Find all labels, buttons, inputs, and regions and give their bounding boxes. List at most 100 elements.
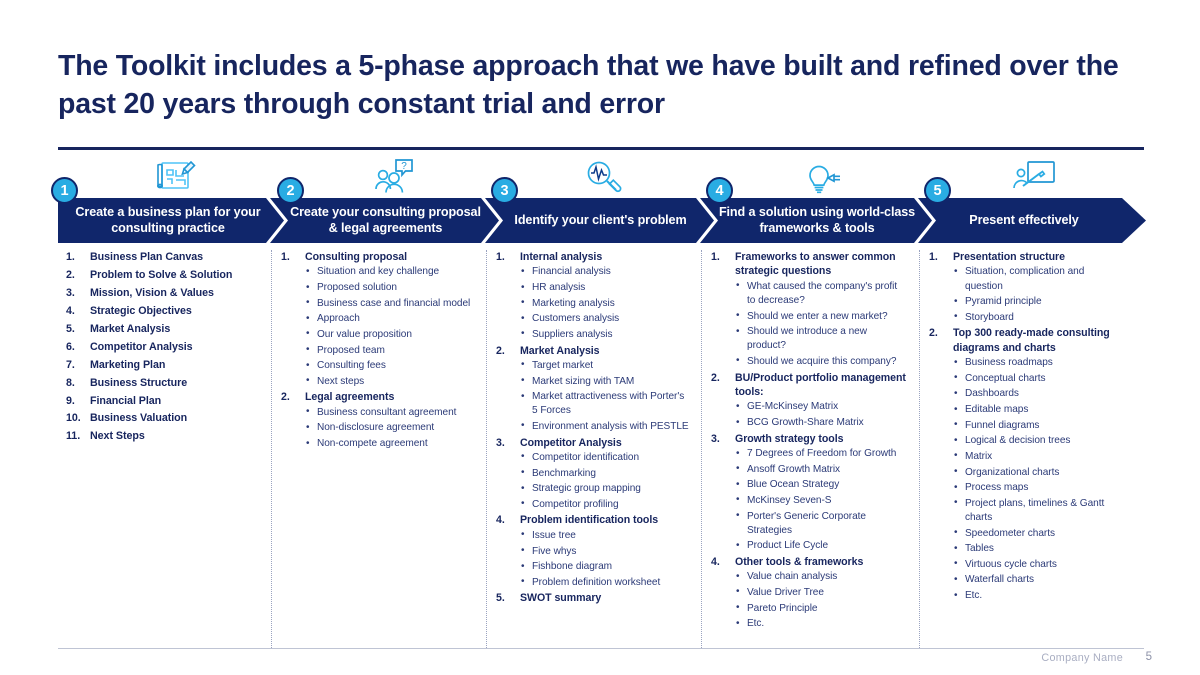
- phase-bar-3[interactable]: Identify your client's problem: [493, 198, 708, 243]
- phase-column-4: 1.Frameworks to answer common strategic …: [711, 250, 914, 648]
- phase-banner: Create a business plan for your consulti…: [58, 198, 1146, 243]
- list-item: 10.Business Valuation: [66, 411, 260, 426]
- sub-list-item: Porter's Generic Corporate Strategies: [735, 509, 908, 538]
- list-item-number: 6.: [66, 340, 75, 353]
- sub-list-item: Business case and financial model: [305, 296, 475, 311]
- phase-number-2[interactable]: 2: [277, 177, 304, 204]
- phase-number-2-text: 2: [286, 182, 295, 199]
- list-item: 3.Competitor AnalysisCompetitor identifi…: [496, 436, 690, 512]
- list-item-label: BU/Product portfolio management tools:: [735, 371, 906, 398]
- sub-list-item: Our value proposition: [305, 327, 475, 342]
- list-item: 4.Problem identification toolsIssue tree…: [496, 513, 690, 589]
- phase-label-2: Create your consulting proposal & legal …: [290, 205, 481, 235]
- list-item-label: Legal agreements: [305, 391, 395, 404]
- sub-list-item: Business roadmaps: [953, 356, 1123, 370]
- sub-list-item: Etc.: [953, 589, 1123, 603]
- presenter-board-icon: [1006, 158, 1060, 196]
- phase-bar-5[interactable]: Present effectively: [926, 198, 1122, 243]
- list-item-number: 9.: [66, 394, 75, 407]
- phase-bar-4[interactable]: Find a solution using world-class framew…: [708, 198, 926, 243]
- phase-2-list: 1.Consulting proposalSituation and key c…: [281, 250, 475, 451]
- sub-list: Competitor identificationBenchmarkingStr…: [520, 450, 690, 512]
- phase-number-4[interactable]: 4: [706, 177, 733, 204]
- sub-list-item: Should we enter a new market?: [735, 309, 908, 324]
- sub-list: Business roadmapsConceptual chartsDashbo…: [953, 356, 1123, 603]
- sub-list: Value chain analysisValue Driver TreePar…: [735, 570, 908, 631]
- sub-list-item: Project plans, timelines & Gantt charts: [953, 496, 1123, 525]
- list-item-label: Market Analysis: [90, 322, 171, 335]
- sub-list: Business consultant agreementNon-disclos…: [305, 405, 475, 451]
- list-item-label: SWOT summary: [520, 592, 602, 605]
- sub-list-item: HR analysis: [520, 281, 690, 295]
- list-item-label: Financial Plan: [90, 394, 162, 407]
- list-item: 3.Growth strategy tools7 Degrees of Free…: [711, 432, 908, 554]
- banner-arrow-head: [1122, 198, 1146, 243]
- sub-list-item: Storyboard: [953, 310, 1123, 325]
- list-item-number: 2.: [711, 371, 720, 384]
- footer-page-number: 5: [1145, 651, 1152, 663]
- list-item-label: Competitor Analysis: [90, 340, 193, 353]
- phase-bar-1[interactable]: Create a business plan for your consulti…: [58, 198, 278, 243]
- list-item-label: Presentation structure: [953, 251, 1065, 263]
- list-item: 2. Legal agreementsBusiness consultant ag…: [281, 390, 475, 451]
- blueprint-pencil-icon: [148, 158, 202, 196]
- sub-list-item: Non-compete agreement: [305, 437, 475, 451]
- title-divider-rule: [58, 147, 1144, 150]
- list-item-number: 2.: [929, 327, 938, 340]
- list-item-label: Next Steps: [90, 430, 145, 443]
- sub-list-item: Speedometer charts: [953, 526, 1123, 541]
- list-item: 6. Competitor Analysis: [66, 340, 260, 355]
- phase-bar-2[interactable]: Create your consulting proposal & legal …: [278, 198, 493, 243]
- list-item-label: Frameworks to answer common strategic qu…: [735, 251, 896, 278]
- phase-number-1-text: 1: [60, 182, 69, 199]
- list-item-label: Growth strategy tools: [735, 432, 844, 445]
- sub-list-item: Five whys: [520, 544, 690, 559]
- column-divider-4: [919, 250, 920, 648]
- list-item-number: 2.: [66, 268, 75, 281]
- sub-list-item: Pareto Principle: [735, 601, 908, 616]
- list-item-number: 4.: [711, 555, 720, 568]
- phase-3-list: 1.Internal analysisFinancial analysisHR …: [496, 250, 690, 606]
- list-item-number: 8.: [66, 376, 75, 389]
- sub-list-item: Situation, complication and question: [953, 265, 1123, 293]
- phase-number-3[interactable]: 3: [491, 177, 518, 204]
- sub-list: Target marketMarket sizing with TAMMarke…: [520, 358, 690, 434]
- sub-list-item: Logical & decision trees: [953, 434, 1123, 448]
- list-item-label: Mission, Vision & Values: [90, 286, 214, 299]
- phase-number-5[interactable]: 5: [924, 177, 951, 204]
- lightbulb-plug-icon: [791, 158, 845, 196]
- sub-list-item: Approach: [305, 312, 475, 326]
- list-item: 1.Internal analysisFinancial analysisHR …: [496, 250, 690, 342]
- footer-divider-rule: [58, 648, 1144, 649]
- sub-list-item: Process maps: [953, 481, 1123, 495]
- list-item: 4.Strategic Objectives: [66, 304, 260, 319]
- sub-list-item: Blue Ocean Strategy: [735, 478, 908, 492]
- list-item-number: 2.: [281, 391, 290, 404]
- sub-list-item: Non-disclosure agreement: [305, 421, 475, 435]
- sub-list-item: Environment analysis with PESTLE: [520, 419, 690, 434]
- sub-list: GE-McKinsey MatrixBCG Growth-Share Matri…: [735, 400, 908, 430]
- sub-list-item: Next steps: [305, 374, 475, 389]
- column-divider-3: [701, 250, 702, 648]
- sub-list: Situation, complication and questionPyra…: [953, 265, 1123, 325]
- sub-list-item: GE-McKinsey Matrix: [735, 400, 908, 414]
- sub-list-item: Editable maps: [953, 403, 1123, 417]
- phase-number-1[interactable]: 1: [51, 177, 78, 204]
- list-item-number: 4.: [496, 514, 505, 527]
- list-item: 7.Marketing Plan: [66, 358, 260, 373]
- list-item-label: Strategic Objectives: [90, 304, 192, 317]
- sub-list-item: Pyramid principle: [953, 295, 1123, 309]
- sub-list-item: Financial analysis: [520, 265, 690, 279]
- sub-list-item: Market sizing with TAM: [520, 374, 690, 389]
- list-item: 1.Presentation structureSituation, compl…: [929, 250, 1123, 325]
- list-item-label: Consulting proposal: [305, 251, 408, 263]
- sub-list-item: 7 Degrees of Freedom for Growth: [735, 447, 908, 461]
- sub-list: Issue treeFive whysFishbone diagramProbl…: [520, 528, 690, 590]
- list-item: 9. Financial Plan: [66, 394, 260, 409]
- list-item-number: 1.: [496, 251, 505, 263]
- sub-list-item: Business consultant agreement: [305, 405, 475, 420]
- sub-list-item: Benchmarking: [520, 466, 690, 481]
- sub-list: 7 Degrees of Freedom for GrowthAnsoff Gr…: [735, 447, 908, 553]
